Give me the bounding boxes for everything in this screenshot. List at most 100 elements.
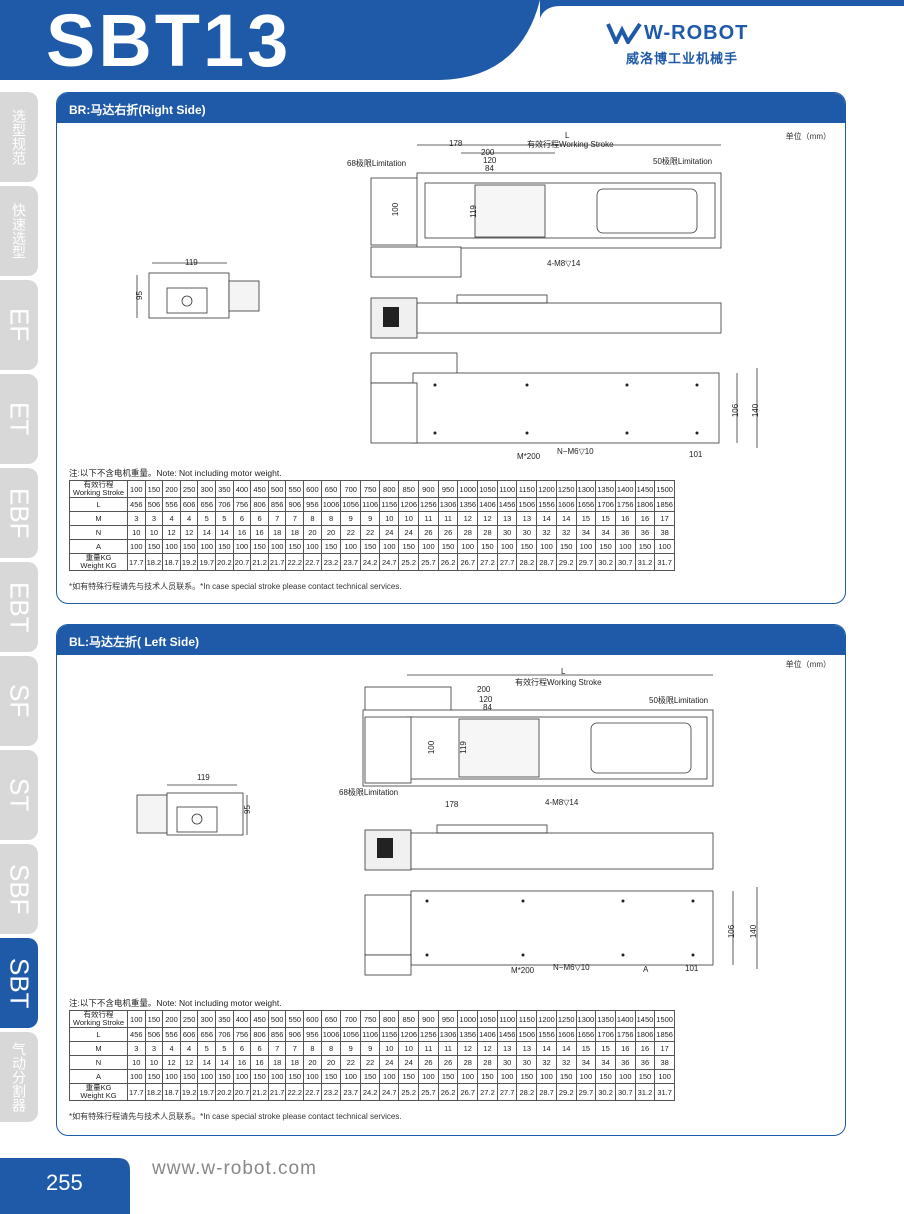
table-cell: 26 <box>418 1055 439 1070</box>
table-cell: 600 <box>303 480 322 498</box>
table-cell: 1306 <box>437 497 459 512</box>
table-cell: 3 <box>127 511 146 526</box>
table-cell: 23.7 <box>340 1083 362 1101</box>
table-cell: 1606 <box>555 497 577 512</box>
table-cell: 16 <box>250 1055 269 1070</box>
dim-stroke: 有效行程Working Stroke <box>515 678 602 687</box>
table-cell: 350 <box>215 1010 234 1028</box>
table-cell: 1356 <box>457 1027 479 1042</box>
table-cell: 550 <box>285 480 305 498</box>
table-cell: 1006 <box>320 497 342 512</box>
table-cell: 19.7 <box>197 553 217 571</box>
table-cell: 11 <box>418 511 439 526</box>
table-cell: 10 <box>127 525 146 540</box>
table-cell: 20 <box>320 1055 342 1070</box>
dim-140: 140 <box>749 924 759 939</box>
side-tab-5[interactable]: EBT <box>0 562 38 652</box>
table-cell: 250 <box>179 480 199 498</box>
table-cell: 9 <box>340 1041 362 1056</box>
table-cell: 1056 <box>340 1027 362 1042</box>
table-cell: 706 <box>215 497 234 512</box>
table-cell: 1000 <box>457 1010 479 1028</box>
table-cell: 32 <box>536 1055 557 1070</box>
table-cell: 506 <box>144 497 164 512</box>
table-cell: 28.2 <box>516 1083 538 1101</box>
table-cell: 756 <box>232 497 252 512</box>
table-cell: 150 <box>437 1069 459 1084</box>
table-cell: 500 <box>267 480 287 498</box>
table-cell: 100 <box>127 480 146 498</box>
side-tab-2[interactable]: EF <box>0 280 38 370</box>
table-cell: 150 <box>437 539 459 554</box>
side-tab-label: 快速选型 <box>11 203 27 259</box>
table-cell: 10 <box>379 1041 400 1056</box>
dim-L: L <box>561 667 566 676</box>
table-cell: 32 <box>536 525 557 540</box>
website-url[interactable]: www.w-robot.com <box>152 1158 317 1179</box>
dim-200: 200 <box>477 685 491 694</box>
table-cell: 24 <box>398 525 420 540</box>
table-cell: 100 <box>575 539 597 554</box>
side-tab-10[interactable]: 气动分割器 <box>0 1032 38 1122</box>
dim-100: 100 <box>427 740 437 755</box>
table-cell: 8 <box>320 1041 342 1056</box>
table-cell: 1106 <box>360 497 381 512</box>
table-cell: 29.2 <box>555 553 577 571</box>
row-header: N <box>69 1055 128 1070</box>
table-cell: 12 <box>162 1055 181 1070</box>
side-tab-9[interactable]: SBT <box>0 938 38 1028</box>
page-number-tab <box>0 1158 130 1214</box>
table-cell: 14 <box>536 1041 557 1056</box>
dim-lim68: 68极限Limitation <box>347 159 407 168</box>
table-cell: 5 <box>197 511 217 526</box>
table-cell: 1050 <box>477 1010 498 1028</box>
table-cell: 1106 <box>360 1027 381 1042</box>
page-title: SBT13 <box>46 0 292 82</box>
table-cell: 18.2 <box>144 553 164 571</box>
table-cell: 1300 <box>575 1010 597 1028</box>
table-cell: 18.7 <box>162 553 181 571</box>
table-cell: 30.2 <box>595 1083 616 1101</box>
table-cell: 21.2 <box>250 553 269 571</box>
dim-lim68: 68极限Limitation <box>339 788 399 797</box>
table-cell: 17.7 <box>127 553 146 571</box>
dim-a: A <box>643 965 649 974</box>
table-cell: 28 <box>457 1055 479 1070</box>
table-cell: 606 <box>179 1027 199 1042</box>
table-cell: 4 <box>162 511 181 526</box>
section-title: BR:马达右折(Right Side) <box>57 93 845 123</box>
table-cell: 400 <box>232 1010 252 1028</box>
side-tab-3[interactable]: ET <box>0 374 38 464</box>
table-cell: 7 <box>285 511 305 526</box>
logo-mark-icon <box>606 22 642 44</box>
side-tab-7[interactable]: ST <box>0 750 38 840</box>
table-cell: 506 <box>144 1027 164 1042</box>
side-tab-8[interactable]: SBF <box>0 844 38 934</box>
table-cell: 29.7 <box>575 553 597 571</box>
side-tab-0[interactable]: 选型规范 <box>0 92 38 182</box>
table-cell: 1150 <box>516 1010 538 1028</box>
table-cell: 18 <box>267 1055 287 1070</box>
table-cell: 20.2 <box>215 1083 234 1101</box>
table-cell: 1806 <box>634 1027 656 1042</box>
dim-m200: M*200 <box>511 966 535 975</box>
table-cell: 1450 <box>634 1010 656 1028</box>
dim-119v: 119 <box>458 741 468 754</box>
table-cell: 16 <box>232 1055 252 1070</box>
table-cell: 100 <box>496 1069 518 1084</box>
side-tab-label: EBF <box>4 487 35 539</box>
dim-101: 101 <box>685 964 699 973</box>
side-tab-4[interactable]: EBF <box>0 468 38 558</box>
table-cell: 14 <box>536 511 557 526</box>
side-tab-1[interactable]: 快速选型 <box>0 186 38 276</box>
table-cell: 100 <box>232 1069 252 1084</box>
side-tab-6[interactable]: SF <box>0 656 38 746</box>
table-cell: 16 <box>250 525 269 540</box>
table-cell: 12 <box>162 525 181 540</box>
table-cell: 200 <box>162 480 181 498</box>
table-cell: 28 <box>477 525 498 540</box>
table-cell: 1556 <box>536 497 557 512</box>
